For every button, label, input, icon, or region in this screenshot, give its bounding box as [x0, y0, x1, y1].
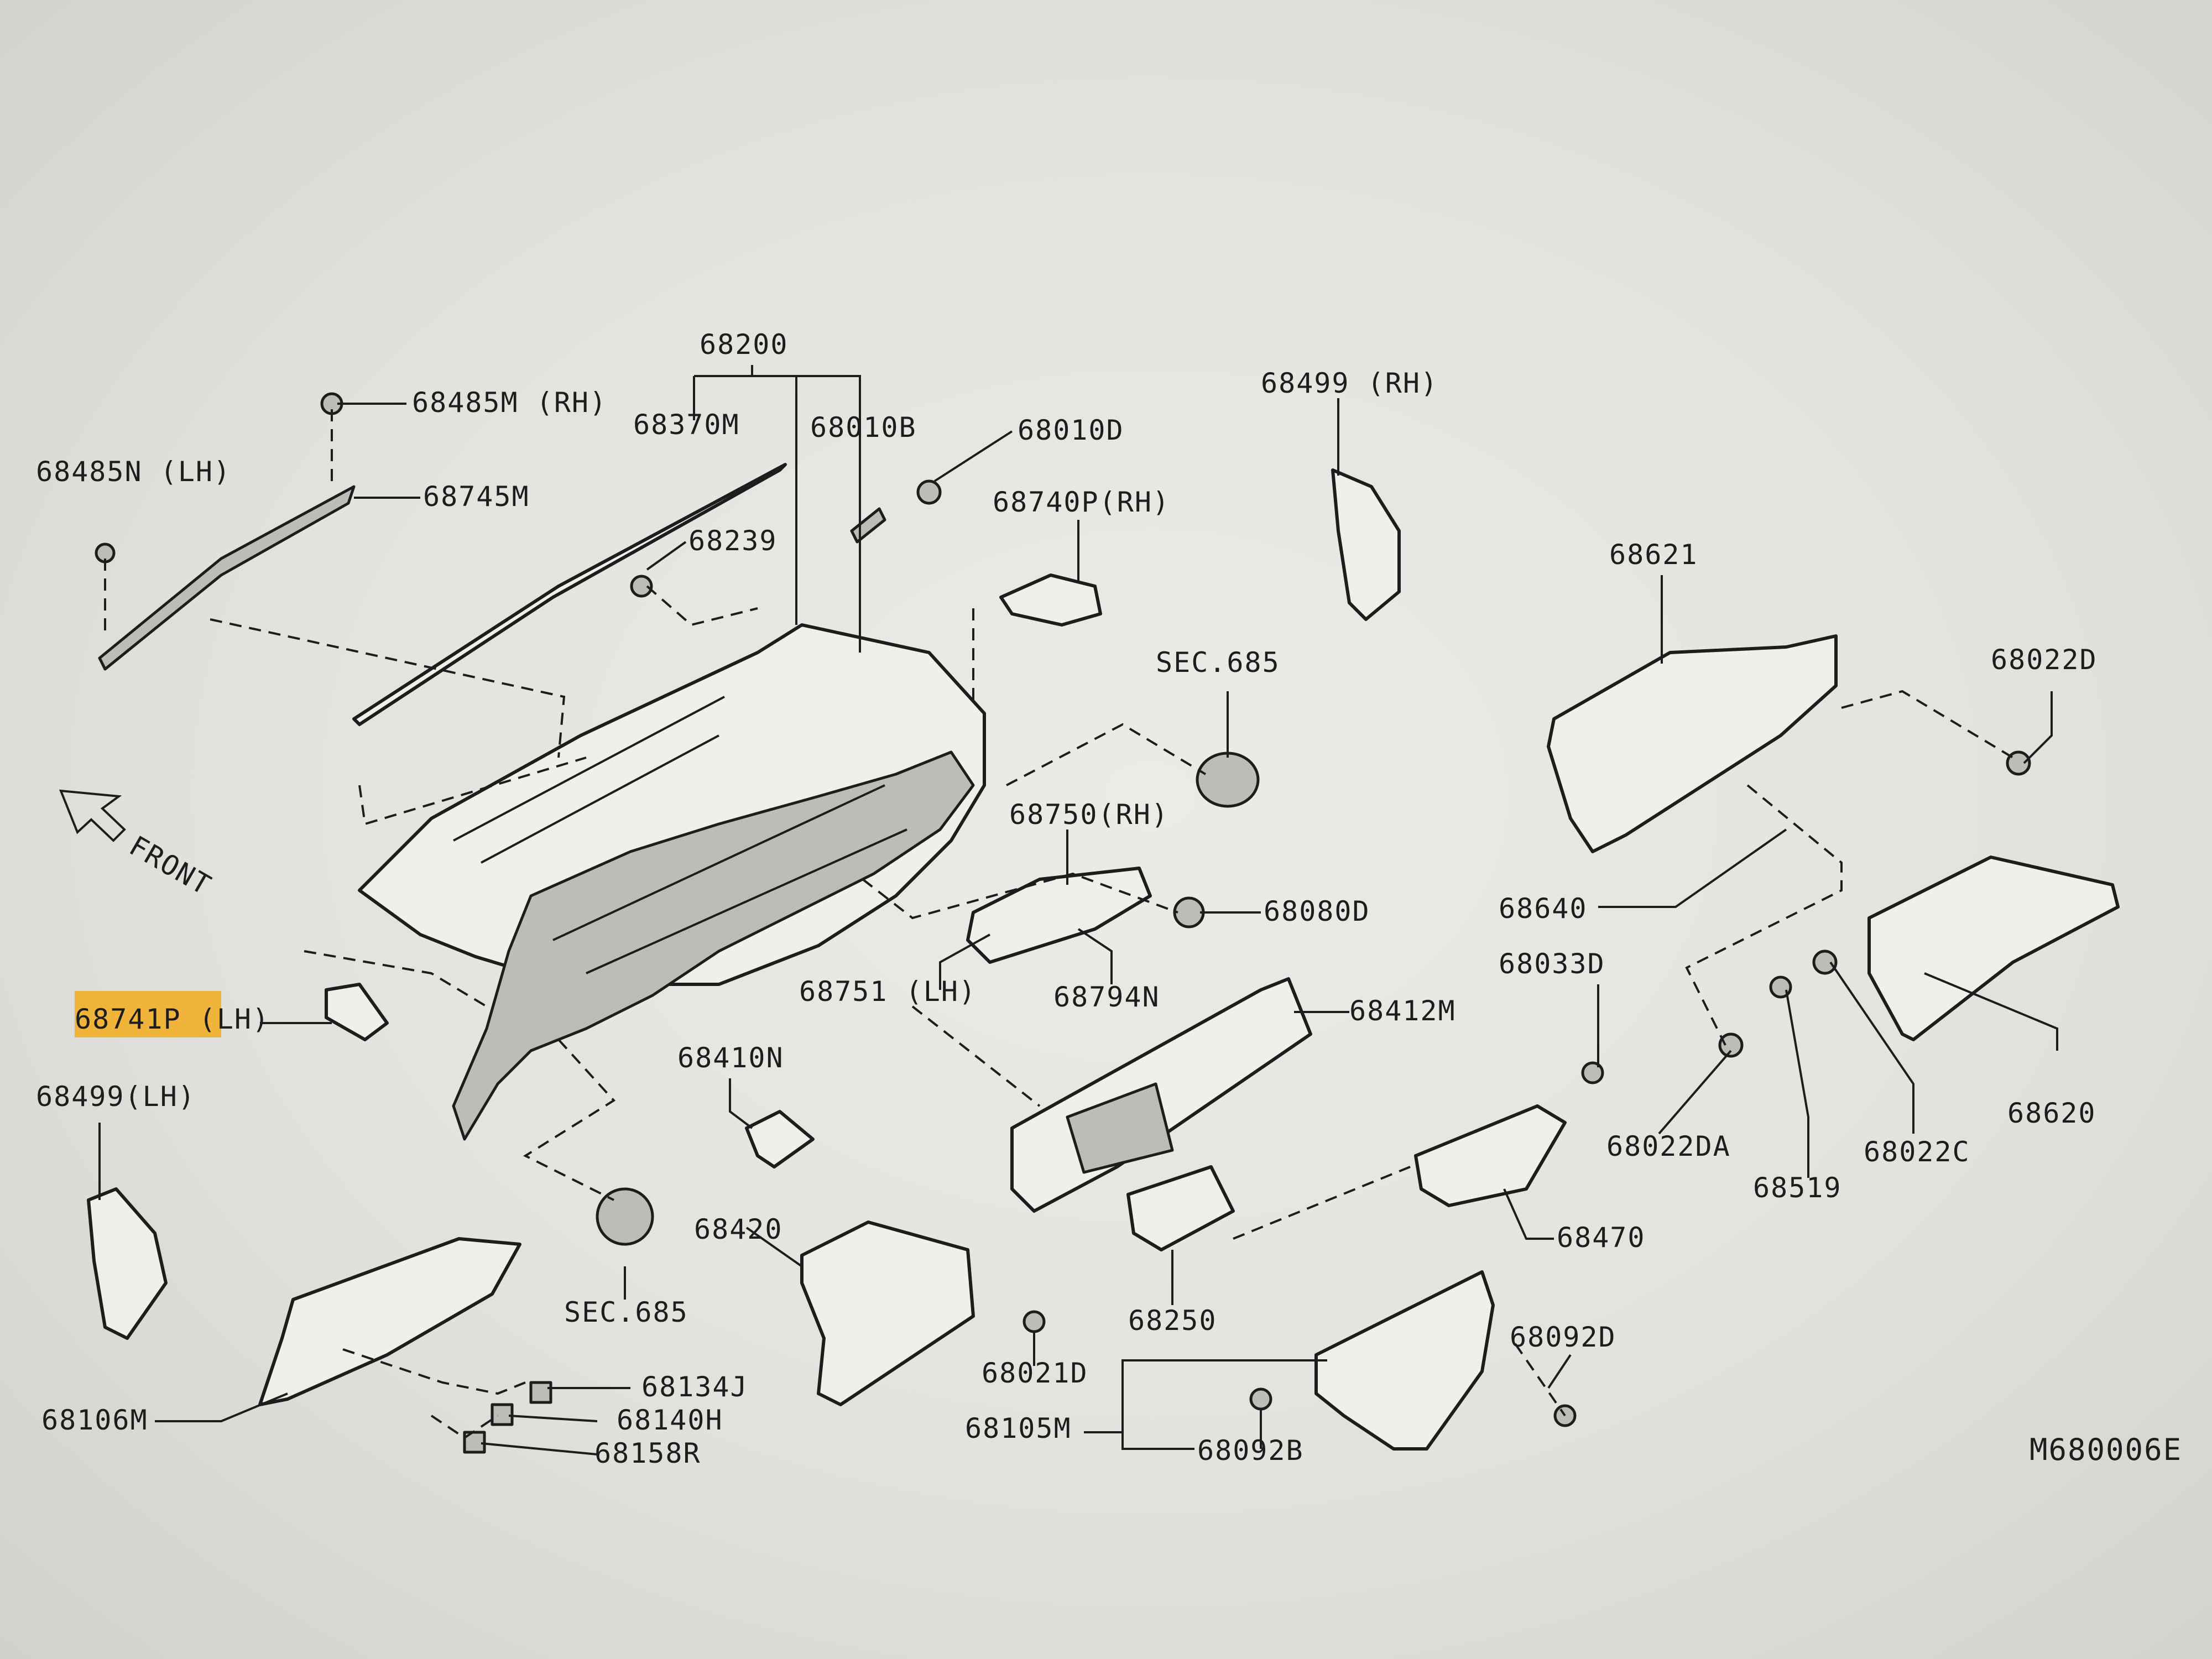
- part-label-68620: 68620: [2007, 1097, 2096, 1129]
- part-label-68470: 68470: [1557, 1222, 1646, 1254]
- defroster-grille-drawing: [352, 463, 787, 726]
- part-label-68239: 68239: [688, 525, 778, 557]
- part-label-68745M: 68745M: [423, 481, 530, 513]
- part-label-68751: 68751 (LH): [799, 975, 977, 1008]
- part-label-68621: 68621: [1609, 539, 1698, 571]
- part-label-68412M: 68412M: [1349, 995, 1456, 1027]
- part-label-68105M: 68105M: [965, 1412, 1072, 1444]
- part-label-68499RH: 68499 (RH): [1261, 367, 1438, 399]
- part-label-68420: 68420: [694, 1213, 783, 1245]
- part-label-68499LH: 68499(LH): [36, 1081, 196, 1113]
- bracket-drawing: [745, 1110, 815, 1168]
- part-label-sec685-lower: SEC.685: [564, 1296, 688, 1328]
- part-label-68134J: 68134J: [641, 1371, 748, 1403]
- part-label-sec685-upper: SEC.685: [1156, 646, 1280, 679]
- part-label-68794N: 68794N: [1053, 981, 1160, 1013]
- part-label-68010B: 68010B: [810, 411, 917, 444]
- highlight-marker: [75, 991, 221, 1037]
- part-label-68250: 68250: [1128, 1305, 1217, 1337]
- side-cover-rh-drawing: [1331, 468, 1401, 621]
- part-labels: 68200 68485M (RH) 68370M 68010B 68010D 6…: [36, 328, 2098, 1469]
- side-defroster-drawing: [98, 485, 356, 671]
- part-label-68410N: 68410N: [677, 1042, 784, 1074]
- clip-drawing: [529, 1381, 552, 1404]
- part-label-68080D: 68080D: [1264, 895, 1370, 927]
- leader-lines: [98, 365, 2058, 1455]
- part-label-68022DA: 68022DA: [1606, 1130, 1731, 1162]
- front-arrow: FRONT: [59, 789, 217, 902]
- part-label-68092D: 68092D: [1510, 1321, 1616, 1353]
- part-label-68092B: 68092B: [1197, 1434, 1304, 1467]
- part-label-68106M: 68106M: [41, 1404, 148, 1436]
- part-label-68200: 68200: [700, 328, 789, 361]
- part-label-68010D: 68010D: [1018, 414, 1124, 446]
- instrument-panel-frame-drawing: [452, 750, 975, 1141]
- part-label-68485N: 68485N (LH): [36, 456, 231, 488]
- part-label-68741P: 68741P (LH): [75, 1003, 270, 1035]
- part-label-68750: 68750(RH): [1009, 799, 1169, 831]
- lower-panel-lh-drawing: [258, 1237, 521, 1406]
- cluster-lid-drawing: [1010, 977, 1312, 1213]
- fastener-drawing: [1581, 1061, 1604, 1084]
- part-drawings: [87, 392, 2120, 1454]
- side-cover-lh-drawing: [87, 1187, 168, 1340]
- part-label-68740P: 68740P(RH): [993, 486, 1170, 518]
- diagram-code: M680006E: [2030, 1432, 2182, 1467]
- center-vent-drawing: [966, 867, 1152, 964]
- part-label-68158R: 68158R: [594, 1437, 701, 1469]
- vent-lh-drawing: [325, 983, 389, 1041]
- part-label-68140H: 68140H: [617, 1404, 723, 1436]
- meter-cluster-drawing: [1126, 1165, 1235, 1251]
- glovebox-upper-drawing: [1547, 634, 1838, 853]
- part-label-68519: 68519: [1753, 1172, 1842, 1204]
- part-label-68022D: 68022D: [1991, 644, 2098, 676]
- duct-drawing: [1314, 1270, 1495, 1451]
- front-arrow-icon: [59, 789, 126, 842]
- assembly-dashed-lines: [104, 409, 2014, 1439]
- part-label-68370M: 68370M: [633, 409, 740, 441]
- part-label-68033D: 68033D: [1499, 948, 1605, 980]
- part-label-68485M: 68485M (RH): [412, 387, 607, 419]
- front-label: FRONT: [124, 830, 217, 901]
- vent-rh-drawing: [999, 573, 1102, 627]
- glovebox-lid-drawing: [1867, 855, 2120, 1041]
- part-label-68022C: 68022C: [1864, 1136, 1970, 1168]
- part-label-68021D: 68021D: [982, 1357, 1088, 1389]
- lower-panel-drawing: [800, 1220, 975, 1406]
- switch-unit-drawing: [1414, 1104, 1567, 1207]
- vent-sec685-lower-drawing: [596, 1187, 654, 1246]
- part-label-68640: 68640: [1499, 893, 1588, 925]
- vent-sec685-upper-drawing: [1196, 752, 1260, 808]
